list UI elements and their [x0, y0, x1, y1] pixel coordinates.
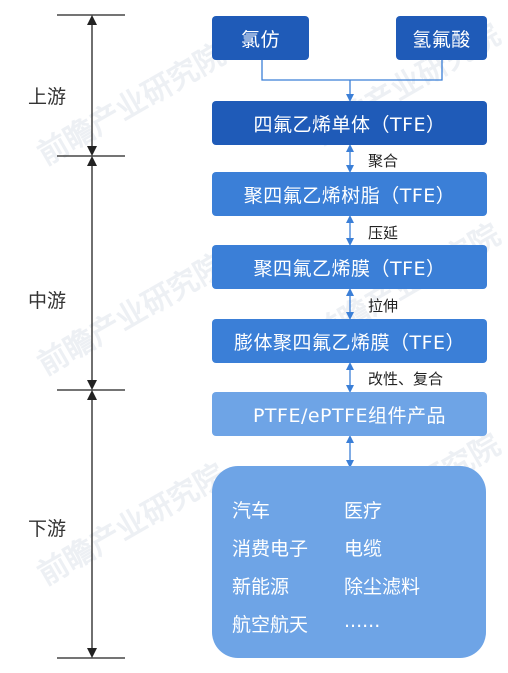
merge-connector	[261, 60, 443, 81]
application-item: ......	[344, 610, 381, 632]
step-label-calender: 压延	[368, 224, 399, 242]
application-item: 消费电子	[232, 538, 309, 560]
application-item: 汽车	[232, 500, 271, 522]
chain-box-ptfe-resin: 聚四氟乙烯树脂（TFE）	[212, 172, 487, 216]
stage-label-downstream: 下游	[28, 518, 67, 540]
chain-box-label: 聚四氟乙烯树脂（TFE）	[243, 184, 456, 207]
chain-box-label: 聚四氟乙烯膜（TFE）	[253, 257, 446, 280]
stage-label-midstream: 中游	[28, 290, 67, 312]
raw-material-label: 氢氟酸	[412, 28, 471, 51]
application-item: 电缆	[344, 538, 383, 560]
stage-label-upstream: 上游	[28, 86, 67, 108]
application-item: 除尘滤料	[344, 576, 421, 598]
chain-box-tfe-monomer: 四氟乙烯单体（TFE）	[212, 101, 487, 145]
step-label-stretch: 拉伸	[368, 297, 399, 315]
chain-box-label: 膨体聚四氟乙烯膜（TFE）	[233, 331, 466, 354]
raw-material-label: 氯仿	[240, 28, 280, 51]
chain-box-label: PTFE/ePTFE组件产品	[252, 404, 447, 427]
raw-material-hydrofluoric-acid: 氢氟酸	[396, 16, 487, 60]
chain-box-products: PTFE/ePTFE组件产品	[212, 392, 487, 436]
applications-panel: 汽车 医疗 消费电子 电缆 新能源 除尘滤料 航空航天 ......	[212, 466, 486, 658]
step-label-modify: 改性、复合	[368, 370, 444, 388]
raw-material-chloroform: 氯仿	[212, 16, 309, 60]
chain-box-ptfe-film: 聚四氟乙烯膜（TFE）	[212, 245, 487, 289]
timeline	[57, 14, 125, 659]
step-label-polymerize: 聚合	[368, 152, 399, 170]
application-item: 航空航天	[232, 614, 309, 636]
chain-box-eptfe-film: 膨体聚四氟乙烯膜（TFE）	[212, 319, 487, 363]
application-item: 医疗	[344, 500, 383, 522]
chain-box-label: 四氟乙烯单体（TFE）	[253, 113, 446, 136]
application-item: 新能源	[232, 576, 290, 598]
